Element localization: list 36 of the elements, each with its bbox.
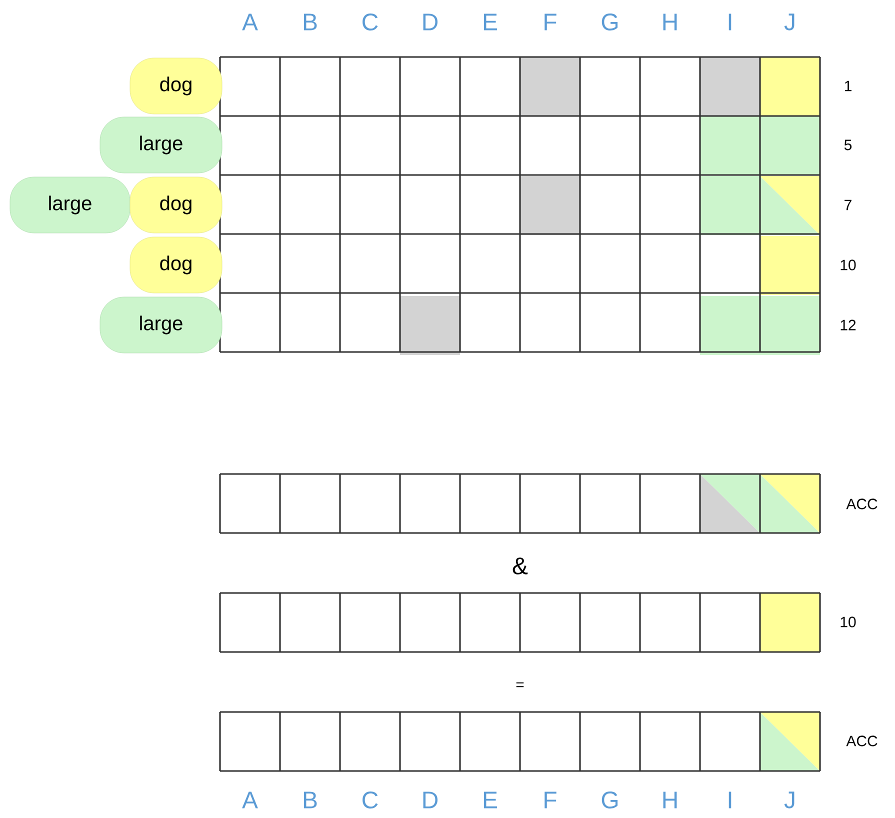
row-number: 1 (844, 80, 852, 92)
column-letter: A (242, 14, 258, 30)
row-number: 7 (844, 200, 852, 210)
row-name: ACC (846, 736, 878, 746)
column-letter: E (484, 14, 497, 30)
row-number: 12 (840, 320, 856, 330)
row-number: 5 (844, 140, 852, 150)
column-letter: I (728, 14, 732, 30)
operator-symbol: & (512, 558, 528, 574)
column-letter: H (663, 14, 677, 30)
pill-label: dog (130, 176, 222, 234)
pill-label: large (100, 296, 222, 354)
pill-label: dog (130, 236, 222, 294)
column-letter: J (784, 14, 794, 30)
column-letter: F (544, 14, 556, 30)
row-number: 10 (840, 616, 856, 628)
column-letter: B (304, 14, 317, 30)
column-letter: D (423, 14, 438, 30)
column-letter: G (602, 792, 618, 808)
column-letter: H (663, 792, 677, 808)
column-letter: B (304, 792, 317, 808)
pill-label: large (100, 116, 222, 174)
column-letter: G (602, 14, 618, 30)
column-letter: C (362, 14, 378, 30)
column-letter: D (423, 792, 438, 808)
row-number: 10 (840, 260, 856, 270)
column-letter: A (242, 792, 258, 808)
pill-label: large (10, 176, 130, 234)
column-letter: F (544, 792, 556, 808)
column-letter: I (728, 792, 732, 808)
column-letter: J (784, 792, 794, 808)
operator-symbol: = (516, 682, 524, 688)
column-letter: E (484, 792, 497, 808)
column-letter: C (362, 792, 378, 808)
row-name: ACC (846, 498, 878, 510)
pill-label: dog (130, 58, 222, 114)
